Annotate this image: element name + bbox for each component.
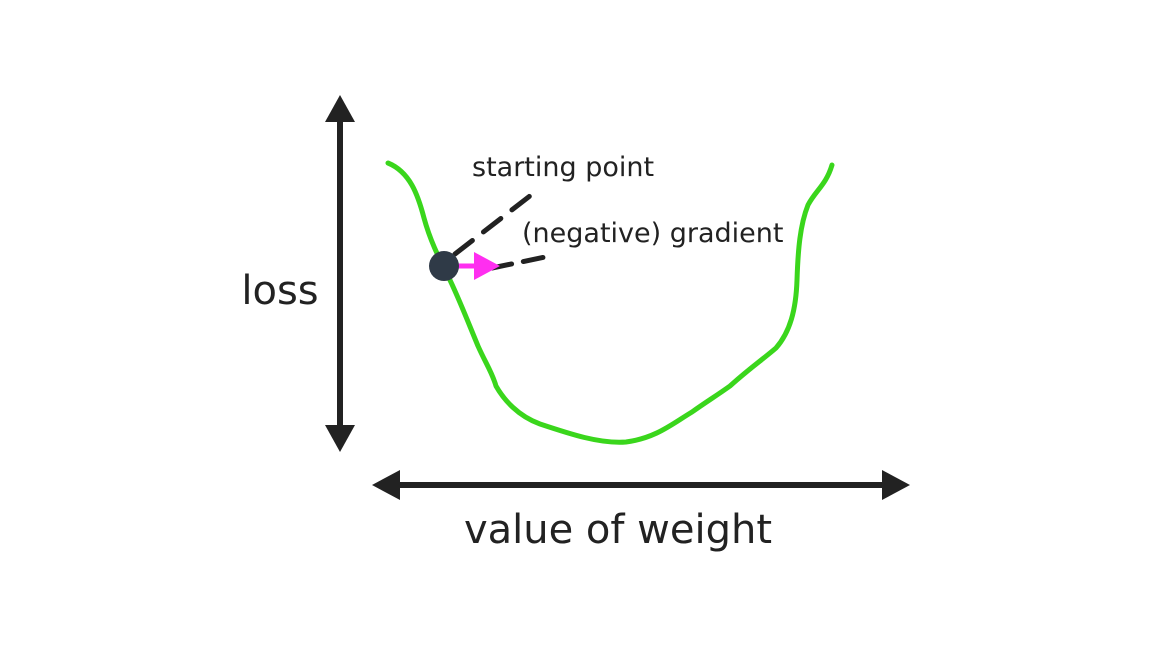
x-axis-label: value of weight (464, 507, 772, 553)
gradient-leader-line (489, 253, 553, 271)
gradient-arrowhead (474, 252, 500, 280)
gradient-label: (negative) gradient (522, 218, 783, 249)
starting-point-marker (429, 251, 459, 281)
x-axis-arrow (372, 470, 910, 500)
y-axis-label: loss (241, 268, 318, 314)
y-axis-arrowhead-bottom (325, 425, 355, 452)
loss-curve (385, 160, 835, 445)
x-axis-arrowhead-left (372, 470, 400, 500)
gradient-arrow (455, 252, 500, 280)
starting-point-label: starting point (472, 152, 654, 183)
starting-point-leader-line (452, 189, 538, 257)
x-axis-arrowhead-right (882, 470, 910, 500)
y-axis-arrowhead-top (325, 95, 355, 122)
y-axis-arrow (325, 95, 355, 452)
